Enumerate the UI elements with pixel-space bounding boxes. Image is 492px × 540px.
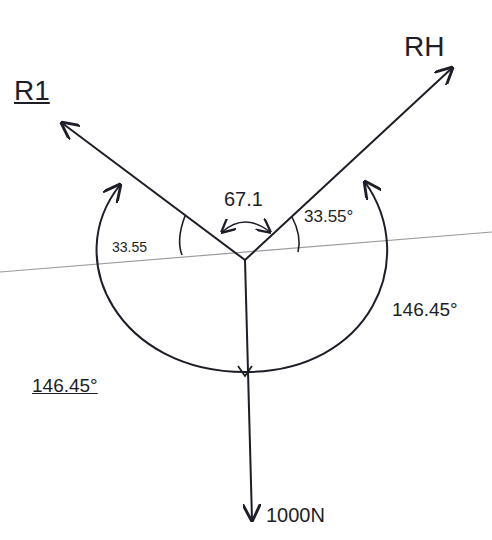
angle-arc-67 <box>222 222 270 232</box>
force-r1 <box>62 123 245 260</box>
force-weight <box>245 260 252 520</box>
angle-value: 33.55 <box>112 240 147 255</box>
force-name: RH <box>404 32 444 63</box>
angle-arc-right <box>292 217 299 252</box>
force-magnitude: 1000N <box>266 504 325 526</box>
angle-value: 146.45° <box>32 376 98 397</box>
force-rh <box>245 68 452 260</box>
angle-value: 67.1 <box>224 188 263 210</box>
angle-arc-146 <box>97 182 388 372</box>
angle-value: 33.55° <box>304 208 353 227</box>
angle-arc-left <box>180 216 185 255</box>
angle-value: 146.45° <box>392 300 458 321</box>
force-name: R1 <box>14 76 50 107</box>
arc-arrow <box>238 366 252 376</box>
